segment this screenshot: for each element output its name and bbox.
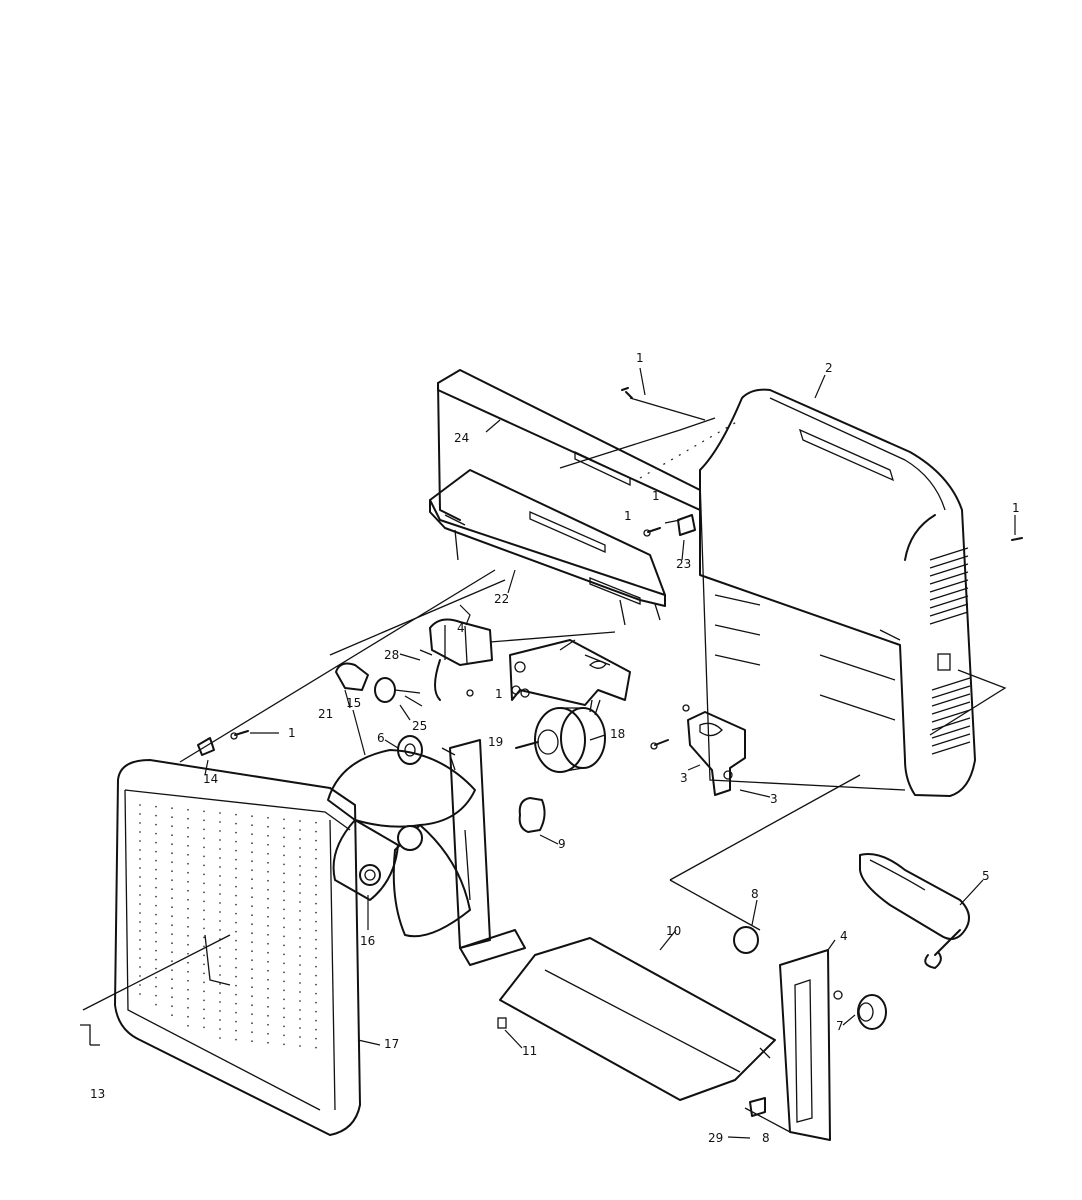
small-bracket — [687, 711, 746, 796]
label-28: 28 — [384, 648, 399, 662]
label-23: 23 — [676, 557, 691, 571]
top-rear-panel — [437, 369, 741, 521]
side-plate — [744, 949, 831, 1141]
fan-motor — [515, 699, 606, 773]
label-9: 9 — [558, 837, 566, 851]
label-21: 21 — [318, 707, 333, 721]
grille-mesh — [139, 804, 317, 1049]
capacitor-assembly — [419, 618, 493, 701]
label-1-bracket: 1 — [495, 687, 503, 701]
front-grille — [114, 759, 361, 1136]
nut — [733, 926, 759, 954]
bushing — [518, 797, 546, 833]
label-24: 24 — [454, 431, 469, 445]
label-29: 29 — [708, 1131, 723, 1145]
label-16: 16 — [360, 934, 375, 948]
label-22: 22 — [494, 592, 509, 606]
label-13: 13 — [90, 1087, 105, 1101]
label-3-screw: 3 — [680, 771, 688, 785]
clip — [197, 737, 215, 756]
power-cord — [859, 853, 970, 969]
switch — [335, 662, 369, 691]
label-14: 14 — [203, 772, 218, 786]
label-7: 7 — [836, 1019, 844, 1033]
control-knob-shaft — [374, 677, 423, 707]
label-5: 5 — [982, 869, 990, 883]
label-1-side: 1 — [624, 509, 632, 523]
base-pan — [497, 937, 776, 1101]
motor-bracket — [509, 639, 631, 706]
label-4-plate: 4 — [840, 929, 848, 943]
cabinet-housing — [699, 388, 976, 797]
foot-bracket — [749, 1097, 766, 1117]
label-18: 18 — [610, 727, 625, 741]
knob — [857, 994, 887, 1030]
label-6: 6 — [377, 731, 385, 745]
label-1-screw-right: 1 — [1012, 501, 1020, 515]
label-8-foot: 8 — [762, 1131, 770, 1145]
label-1-clip: 1 — [288, 726, 296, 740]
part-labels: 1 2 24 1 1 1 23 22 4 28 1 21 25 1 15 14 … — [90, 351, 1020, 1145]
leader-lines — [204, 367, 1016, 1139]
fan-nut — [359, 864, 381, 886]
control-knob — [397, 735, 423, 765]
label-19: 19 — [488, 735, 503, 749]
label-3-bracket: 3 — [770, 792, 778, 806]
alignment-lines — [80, 397, 1007, 1046]
label-17: 17 — [384, 1037, 399, 1051]
orifice-bracket — [449, 739, 526, 966]
fan-blade — [327, 749, 476, 938]
label-11: 11 — [522, 1044, 537, 1058]
screws — [230, 387, 1023, 1000]
label-8-nut: 8 — [751, 887, 759, 901]
label-10: 10 — [666, 924, 681, 938]
label-4-capacitor: 4 — [457, 621, 465, 635]
label-25: 25 — [412, 719, 427, 733]
label-2: 2 — [825, 361, 833, 375]
label-15: 15 — [346, 696, 361, 710]
label-1: 1 — [636, 351, 644, 365]
bracket-clip — [677, 514, 696, 536]
label-1-upper: 1 — [652, 489, 660, 503]
front-shroud — [429, 469, 666, 626]
